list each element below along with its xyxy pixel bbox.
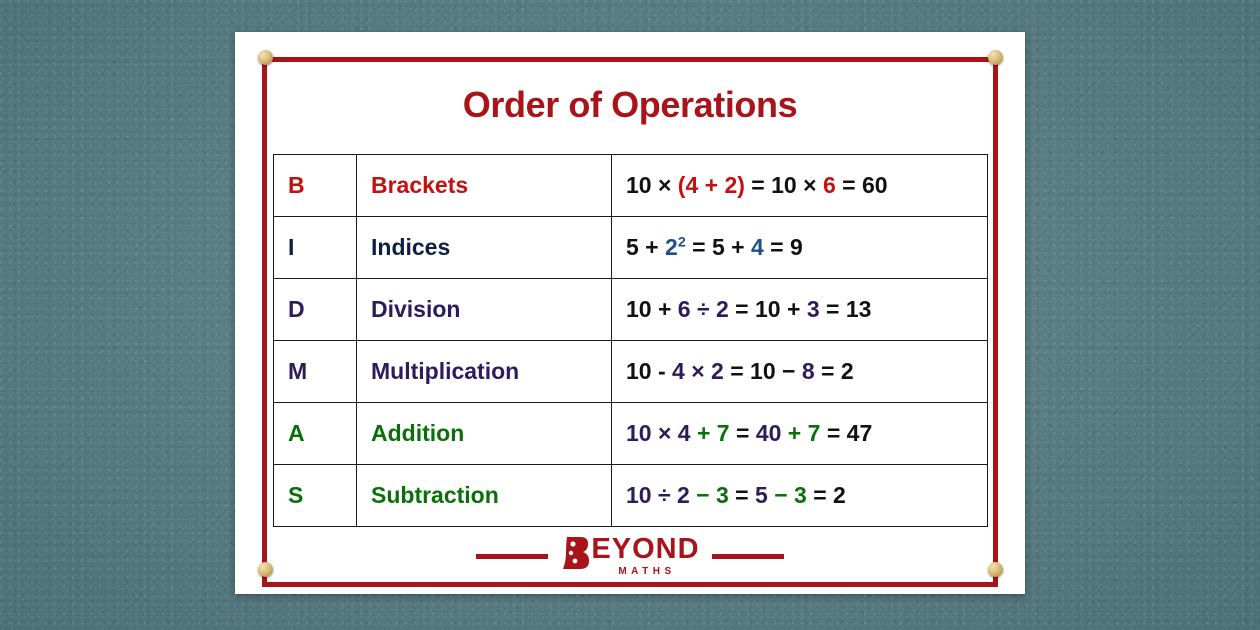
logo-text-block: EYOND MATHS	[591, 535, 699, 577]
row-operation-name: Indices	[356, 216, 612, 279]
logo-subtitle: MATHS	[618, 566, 676, 577]
equation-part: 10 +	[626, 296, 678, 322]
logo-rule-right	[711, 553, 784, 559]
equation-part: 10 -	[626, 358, 673, 384]
equation-part: = 47	[820, 420, 873, 446]
equation-part: 3	[806, 296, 820, 322]
equation-part: =	[728, 482, 756, 508]
row-letter: B	[273, 154, 357, 217]
row-letter: D	[273, 278, 357, 341]
pin-top-right-icon	[988, 50, 1003, 65]
row-equation: 10 + 6 ÷ 2 = 10 + 3 = 13	[611, 278, 988, 341]
row-letter: M	[273, 340, 357, 403]
equation-part: (4 + 2)	[677, 172, 745, 198]
equation-part: 22	[665, 234, 686, 260]
logo-b-icon	[563, 537, 590, 569]
pin-bottom-left-icon	[258, 562, 273, 577]
equation-part: 40	[755, 420, 782, 446]
equation-part: = 2	[806, 482, 846, 508]
logo-wordmark: EYOND	[591, 533, 700, 565]
row-letter: S	[273, 464, 357, 527]
row-operation-name: Subtraction	[356, 464, 612, 527]
red-border-frame	[262, 57, 998, 587]
row-equation: 10 × 4 + 7 = 40 + 7 = 47	[611, 402, 988, 465]
row-letter: I	[273, 216, 357, 279]
equation-part: = 5 +	[685, 234, 751, 260]
logo-rule-left	[476, 553, 549, 559]
equation-part: 4 × 2	[672, 358, 724, 384]
equation-part: = 9	[763, 234, 803, 260]
row-letter: A	[273, 402, 357, 465]
equation-part: 5 +	[626, 234, 666, 260]
row-operation-name: Addition	[356, 402, 612, 465]
equation-part: 4	[750, 234, 764, 260]
equation-part: − 3	[689, 482, 729, 508]
row-operation-name: Multiplication	[356, 340, 612, 403]
exponent: 2	[677, 234, 686, 251]
equation-part: = 60	[835, 172, 888, 198]
equation-part: 6	[822, 172, 836, 198]
equation-part: 5	[755, 482, 768, 508]
equation-part: 10 ÷ 2	[626, 482, 690, 508]
beyond-maths-logo: EYOND MATHS	[560, 535, 699, 577]
equation-part: =	[729, 420, 756, 446]
equation-part: = 13	[819, 296, 872, 322]
footer-logo-row: EYOND MATHS	[235, 535, 1025, 577]
equation-part: 8	[801, 358, 815, 384]
equation-part: 10 ×	[626, 172, 678, 198]
equation-part: = 10 +	[728, 296, 807, 322]
equation-part: = 2	[814, 358, 854, 384]
equation-part: 6 ÷ 2	[677, 296, 729, 322]
row-equation: 5 + 22 = 5 + 4 = 9	[611, 216, 988, 279]
equation-part: = 10 −	[723, 358, 802, 384]
row-operation-name: Brackets	[356, 154, 612, 217]
row-equation: 10 - 4 × 2 = 10 − 8 = 2	[611, 340, 988, 403]
pin-top-left-icon	[258, 50, 273, 65]
row-operation-name: Division	[356, 278, 612, 341]
row-equation: 10 ÷ 2 − 3 = 5 − 3 = 2	[611, 464, 988, 527]
page-title: Order of Operations	[462, 84, 798, 125]
pin-bottom-right-icon	[988, 562, 1003, 577]
equation-part: + 7	[690, 420, 730, 446]
equation-part: = 10 ×	[744, 172, 823, 198]
equation-part: 10 × 4	[626, 420, 691, 446]
row-equation: 10 × (4 + 2) = 10 × 6 = 60	[611, 154, 988, 217]
equation-part: − 3	[767, 482, 807, 508]
equation-part: + 7	[781, 420, 821, 446]
